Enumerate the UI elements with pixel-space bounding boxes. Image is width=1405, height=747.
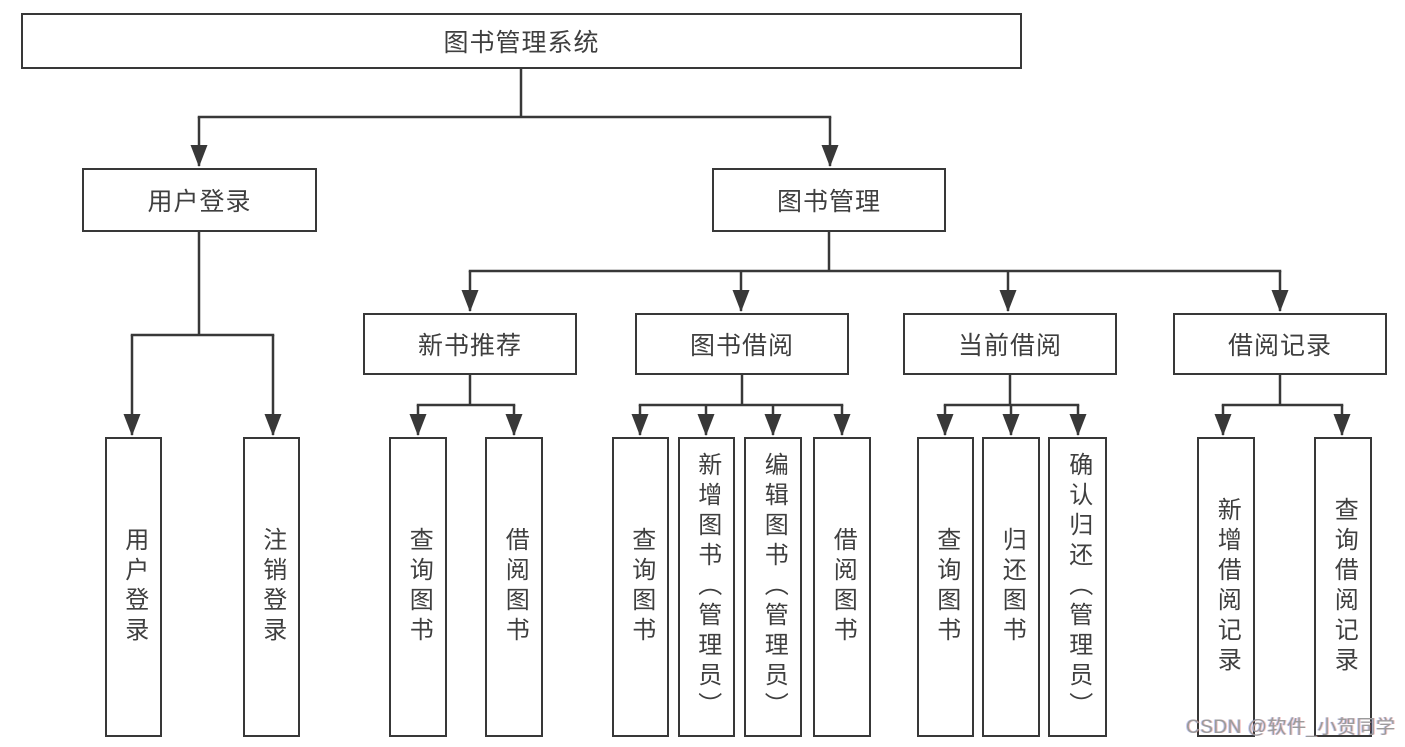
leaf-return-book-label: 归还图书 bbox=[998, 527, 1026, 647]
node-current-borrow-label: 当前借阅 bbox=[957, 332, 1062, 360]
leaf-borrow-book-recommend-label: 借阅图书 bbox=[501, 527, 529, 647]
node-current-borrow: 当前借阅 bbox=[903, 313, 1117, 375]
leaf-query-borrow-record-label: 查询借阅记录 bbox=[1330, 497, 1358, 677]
node-book-borrow-label: 图书借阅 bbox=[689, 332, 794, 360]
leaf-query-book-borrow: 查询图书 bbox=[612, 437, 669, 737]
leaf-query-book-borrow-label: 查询图书 bbox=[627, 527, 655, 647]
leaf-add-book-admin: 新增图书（管理员） bbox=[678, 437, 735, 737]
csdn-watermark: CSDN @软件_小贺同学 bbox=[1186, 717, 1396, 738]
leaf-borrow-book-borrow-label: 借阅图书 bbox=[829, 527, 857, 647]
leaf-add-book-admin-label: 新增图书（管理员） bbox=[693, 452, 721, 722]
node-book-borrow: 图书借阅 bbox=[635, 313, 849, 375]
leaf-return-book: 归还图书 bbox=[982, 437, 1040, 737]
node-user-login: 用户登录 bbox=[82, 168, 317, 232]
leaf-confirm-return-admin: 确认归还（管理员） bbox=[1048, 437, 1107, 737]
leaf-edit-book-admin: 编辑图书（管理员） bbox=[744, 437, 802, 737]
node-new-book-recommend: 新书推荐 bbox=[363, 313, 577, 375]
leaf-logout-label: 注销登录 bbox=[258, 527, 286, 647]
node-root: 图书管理系统 bbox=[21, 13, 1022, 69]
leaf-edit-book-admin-label: 编辑图书（管理员） bbox=[760, 452, 788, 722]
leaf-query-book-recommend: 查询图书 bbox=[389, 437, 447, 737]
leaf-user-login: 用户登录 bbox=[105, 437, 162, 737]
node-book-management: 图书管理 bbox=[712, 168, 946, 232]
leaf-add-borrow-record: 新增借阅记录 bbox=[1197, 437, 1255, 737]
node-book-management-label: 图书管理 bbox=[776, 188, 881, 216]
leaf-logout: 注销登录 bbox=[243, 437, 300, 737]
leaf-add-borrow-record-label: 新增借阅记录 bbox=[1213, 497, 1241, 677]
node-borrow-records-label: 借阅记录 bbox=[1227, 332, 1332, 360]
node-new-book-recommend-label: 新书推荐 bbox=[417, 332, 522, 360]
leaf-borrow-book-borrow: 借阅图书 bbox=[813, 437, 871, 737]
leaf-user-login-label: 用户登录 bbox=[120, 527, 148, 647]
leaf-confirm-return-admin-label: 确认归还（管理员） bbox=[1064, 452, 1092, 722]
leaf-query-book-current: 查询图书 bbox=[917, 437, 974, 737]
leaf-query-borrow-record: 查询借阅记录 bbox=[1314, 437, 1372, 737]
leaf-query-book-current-label: 查询图书 bbox=[932, 527, 960, 647]
node-root-label: 图书管理系统 bbox=[443, 29, 600, 57]
node-user-login-label: 用户登录 bbox=[147, 188, 252, 216]
leaf-query-book-recommend-label: 查询图书 bbox=[405, 527, 433, 647]
node-borrow-records: 借阅记录 bbox=[1173, 313, 1387, 375]
leaf-borrow-book-recommend: 借阅图书 bbox=[485, 437, 543, 737]
